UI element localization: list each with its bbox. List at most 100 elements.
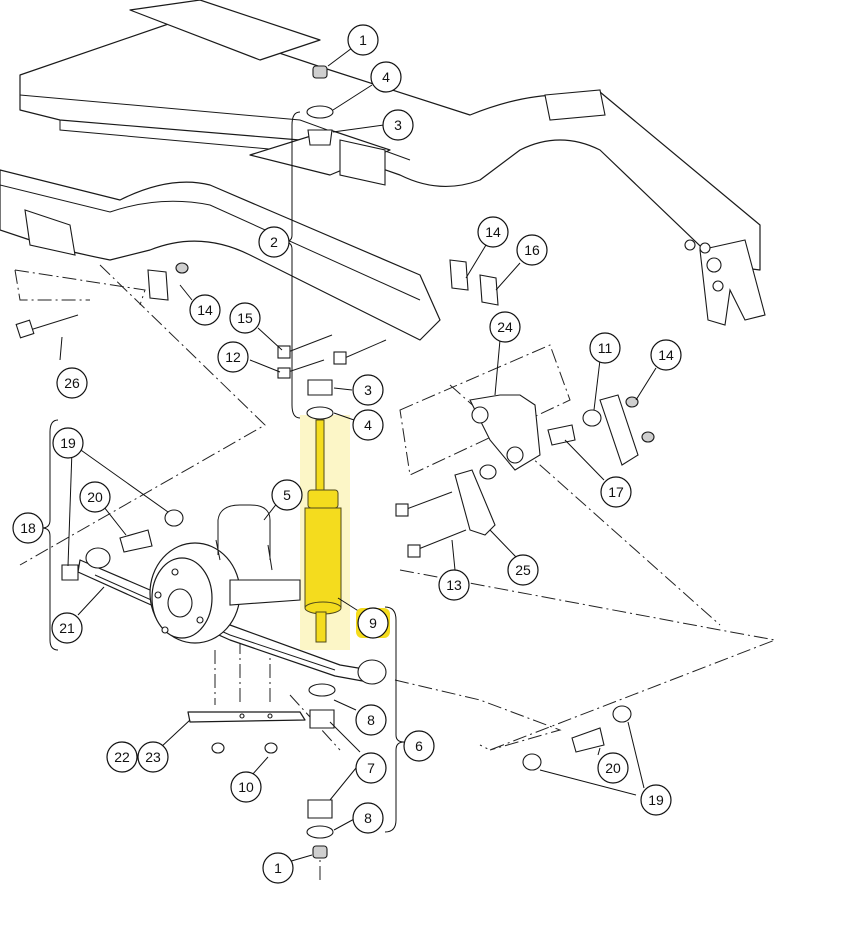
callout-26[interactable]: 26 xyxy=(56,367,88,399)
callout-label: 24 xyxy=(497,319,513,335)
callout-circle xyxy=(600,476,632,508)
callout-label: 14 xyxy=(197,302,213,318)
callout-label: 14 xyxy=(485,224,501,240)
callout-10[interactable]: 10 xyxy=(230,771,262,803)
callout-label: 6 xyxy=(415,738,423,754)
shock-mount-hardware xyxy=(306,65,336,859)
callout-circle xyxy=(258,226,290,258)
callout-label: 18 xyxy=(20,520,36,536)
callout-15[interactable]: 15 xyxy=(229,302,261,334)
callout-circle xyxy=(352,802,384,834)
shackle-plate-25 xyxy=(454,469,496,536)
callout-circle xyxy=(438,569,470,601)
callout-1[interactable]: 1 xyxy=(347,24,379,56)
lower-washer-8 xyxy=(308,683,336,697)
callout-1[interactable]: 1 xyxy=(262,852,294,884)
callout-circle xyxy=(507,554,539,586)
top-washer xyxy=(306,105,334,119)
callout-6[interactable]: 6 xyxy=(403,730,435,762)
callout-circle xyxy=(516,234,548,266)
callout-4[interactable]: 4 xyxy=(352,409,384,441)
callout-circle xyxy=(347,24,379,56)
callout-18[interactable]: 18 xyxy=(12,512,44,544)
callout-label: 13 xyxy=(446,577,462,593)
shackle-plate-17 xyxy=(599,394,639,466)
bottom-washer-8 xyxy=(306,825,334,839)
callout-circle xyxy=(650,339,682,371)
vehicle-frame xyxy=(0,0,766,341)
callout-22[interactable]: 22 xyxy=(106,741,138,773)
bottom-nut xyxy=(312,845,328,859)
callout-5[interactable]: 5 xyxy=(271,479,303,511)
lower-bushing-7 xyxy=(309,709,335,729)
callout-label: 1 xyxy=(274,860,282,876)
callout-circle xyxy=(355,704,387,736)
callout-circle xyxy=(229,302,261,334)
callout-16[interactable]: 16 xyxy=(516,234,548,266)
hanger-24 xyxy=(469,394,541,471)
callout-20[interactable]: 20 xyxy=(597,752,629,784)
callout-7[interactable]: 7 xyxy=(355,752,387,784)
callout-circle xyxy=(271,479,303,511)
callout-label: 21 xyxy=(59,620,75,636)
callout-circle xyxy=(357,607,389,639)
callout-label: 8 xyxy=(364,810,372,826)
callout-21[interactable]: 21 xyxy=(51,612,83,644)
callout-leaders xyxy=(59,47,657,863)
callout-17[interactable]: 17 xyxy=(600,476,632,508)
callout-2[interactable]: 2 xyxy=(258,226,290,258)
top-bushing xyxy=(307,129,333,146)
callout-label: 3 xyxy=(364,382,372,398)
callout-24[interactable]: 24 xyxy=(489,311,521,343)
callout-13[interactable]: 13 xyxy=(438,569,470,601)
callout-circle xyxy=(56,367,88,399)
callout-circle xyxy=(640,784,672,816)
callout-11[interactable]: 11 xyxy=(589,332,621,364)
callout-25[interactable]: 25 xyxy=(507,554,539,586)
callout-8[interactable]: 8 xyxy=(352,802,384,834)
callout-circle xyxy=(217,341,249,373)
callout-circle xyxy=(355,752,387,784)
callout-14[interactable]: 14 xyxy=(189,294,221,326)
callout-label: 4 xyxy=(364,417,372,433)
callout-circle xyxy=(51,612,83,644)
callout-label: 16 xyxy=(524,242,540,258)
upper-bushing-3 xyxy=(307,379,333,396)
callout-23[interactable]: 23 xyxy=(137,741,169,773)
callout-circle xyxy=(352,374,384,406)
callout-label: 14 xyxy=(658,347,674,363)
top-nut xyxy=(312,65,328,79)
callout-circle xyxy=(12,512,44,544)
callout-circle xyxy=(382,109,414,141)
callout-3[interactable]: 3 xyxy=(382,109,414,141)
callout-3[interactable]: 3 xyxy=(352,374,384,406)
callout-19[interactable]: 19 xyxy=(640,784,672,816)
callout-label: 2 xyxy=(270,234,278,250)
callout-circle xyxy=(597,752,629,784)
callout-9-highlighted[interactable]: 9 xyxy=(356,607,390,639)
bottom-bushing-7 xyxy=(307,799,333,819)
callout-circle xyxy=(589,332,621,364)
callout-19[interactable]: 19 xyxy=(52,427,84,459)
callout-label: 22 xyxy=(114,749,130,765)
callout-8[interactable]: 8 xyxy=(355,704,387,736)
callout-4[interactable]: 4 xyxy=(370,61,402,93)
callout-12[interactable]: 12 xyxy=(217,341,249,373)
callout-14[interactable]: 14 xyxy=(477,216,509,248)
callout-circle xyxy=(352,409,384,441)
callout-label: 26 xyxy=(64,375,80,391)
callout-label: 8 xyxy=(367,712,375,728)
upper-washer-4 xyxy=(306,406,334,420)
shock-absorber[interactable] xyxy=(300,415,350,650)
leaf-spring-axle xyxy=(61,504,632,771)
callout-label: 7 xyxy=(367,760,375,776)
callout-circle xyxy=(189,294,221,326)
callout-label: 19 xyxy=(648,792,664,808)
callout-20[interactable]: 20 xyxy=(79,481,111,513)
callout-circle xyxy=(137,741,169,773)
callout-14[interactable]: 14 xyxy=(650,339,682,371)
callout-label: 10 xyxy=(238,779,254,795)
callout-label: 17 xyxy=(608,484,624,500)
shock-highlight-glow xyxy=(300,415,350,650)
